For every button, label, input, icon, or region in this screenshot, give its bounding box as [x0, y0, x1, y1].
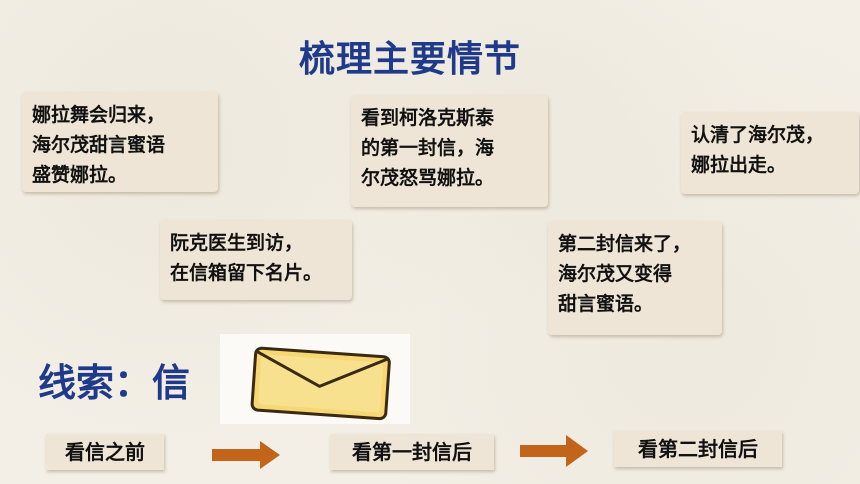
card-line: 认清了海尔茂， [691, 124, 825, 146]
card-line: 尔茂怒骂娜拉。 [361, 167, 495, 189]
card-line: 第二封信来了， [558, 233, 692, 255]
card-line: 看到柯洛克斯泰 [361, 107, 495, 129]
right-arrow-icon [520, 435, 588, 467]
card-line: 在信箱留下名片。 [170, 262, 323, 284]
card-line: 娜拉舞会归来， [32, 104, 166, 126]
card-line: 盛赞娜拉。 [32, 164, 128, 186]
card-line: 阮克医生到访， [170, 232, 304, 254]
card-line: 海尔茂甜言蜜语 [32, 134, 166, 156]
right-arrow-icon [212, 441, 280, 469]
envelope-icon [220, 334, 410, 424]
plot-card-3: 认清了海尔茂， 娜拉出走。 [681, 112, 859, 194]
card-line: 的第一封信，海 [361, 137, 495, 159]
stage-after-first-letter: 看第一封信后 [330, 434, 494, 470]
card-line: 海尔茂又变得 [558, 263, 673, 285]
plot-card-4: 阮克医生到访， 在信箱留下名片。 [160, 220, 352, 300]
plot-card-1: 娜拉舞会归来， 海尔茂甜言蜜语 盛赞娜拉。 [22, 92, 218, 192]
card-line: 娜拉出走。 [691, 154, 787, 176]
page-title: 梳理主要情节 [298, 39, 521, 80]
card-line: 甜言蜜语。 [558, 293, 654, 315]
stage-after-second-letter: 看第二封信后 [614, 431, 782, 467]
plot-card-5: 第二封信来了， 海尔茂又变得 甜言蜜语。 [548, 221, 722, 335]
plot-card-2: 看到柯洛克斯泰 的第一封信，海 尔茂怒骂娜拉。 [351, 95, 548, 207]
stage-before-letters: 看信之前 [46, 434, 164, 470]
clue-label: 线索：信 [38, 361, 191, 405]
